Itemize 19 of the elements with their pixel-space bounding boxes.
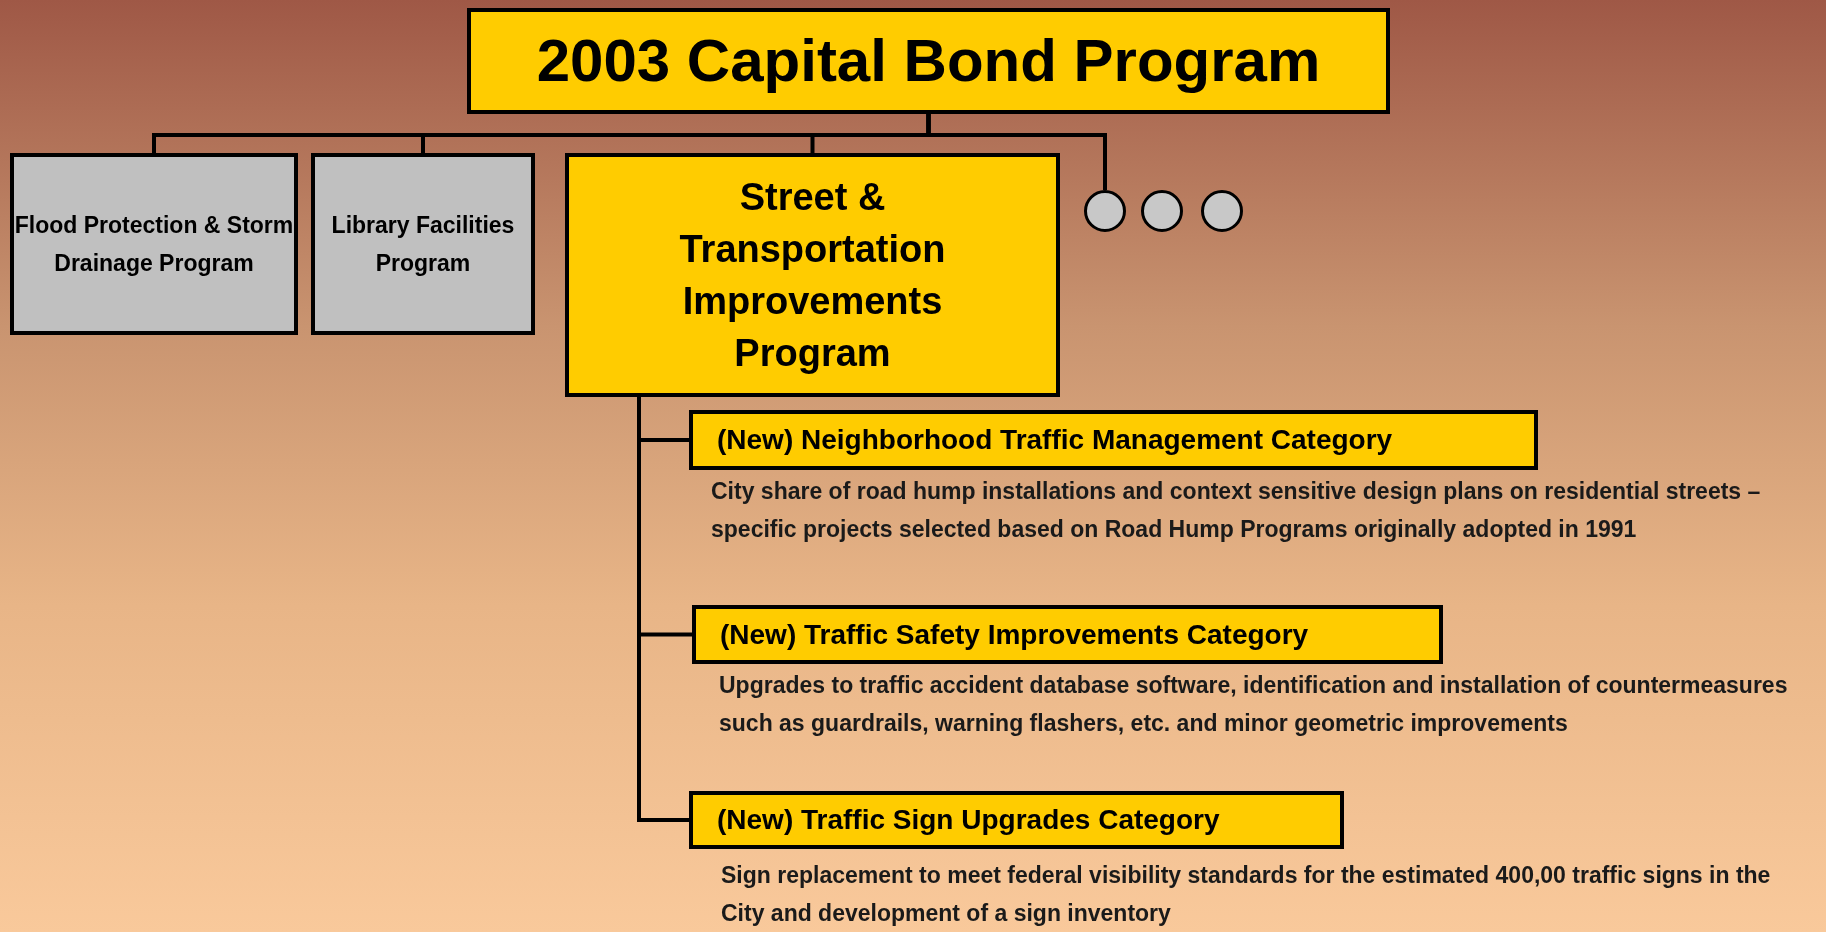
node-label: Library Facilities Program xyxy=(330,211,516,278)
connector-line xyxy=(926,114,1107,190)
description-text: Sign replacement to meet federal visibility standards for the estimated 400,00 traffic signs in the City and development of a sign inventory xyxy=(721,861,1772,928)
title-box xyxy=(467,8,1390,114)
node-label: Street & Transportation Improvements Program xyxy=(678,175,947,376)
node-label: Flood Protection & Storm Drainage Program xyxy=(14,211,294,278)
node-label: (New) Traffic Safety Improvements Category xyxy=(720,617,1309,652)
program-box xyxy=(10,153,298,335)
category-box xyxy=(692,605,1443,664)
program-box xyxy=(311,153,535,335)
description-text: City share of road hump installations and context sensitive design plans on residential streets – specific projects selected based on Road Hump Programs originally adopted in 1991 xyxy=(711,477,1762,544)
category-box xyxy=(689,410,1538,470)
connector-line xyxy=(637,397,689,822)
node-label: (New) Neighborhood Traffic Management Category xyxy=(717,423,1393,457)
description-text: Upgrades to traffic accident database software, identification and installation of countermeasures such as guardrails, warning flashers, etc. and minor geometric improvements xyxy=(719,671,1789,738)
node-label: (New) Traffic Sign Upgrades Category xyxy=(717,803,1220,837)
title-text: 2003 Capital Bond Program xyxy=(536,26,1321,96)
program-box xyxy=(565,153,1060,397)
category-box xyxy=(689,791,1344,849)
